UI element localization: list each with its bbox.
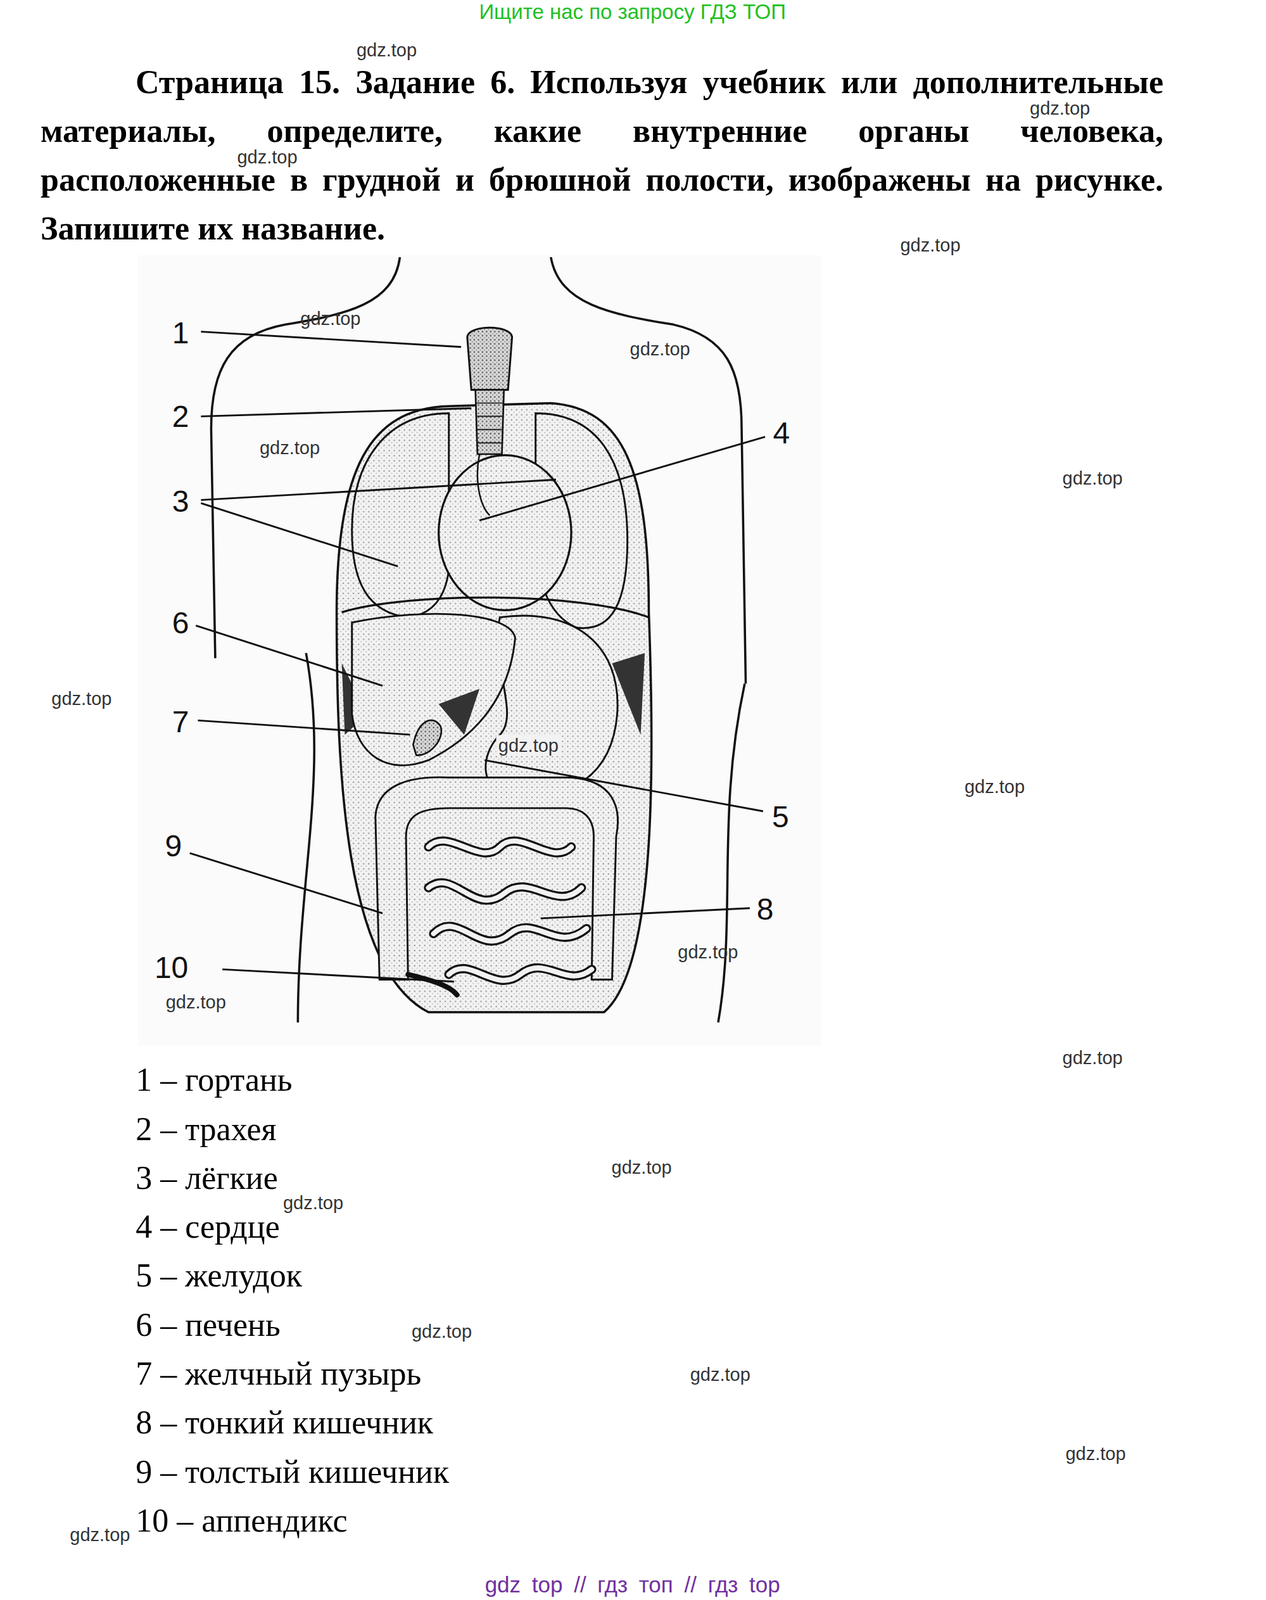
answer-item: 5 – желудок: [135, 1256, 303, 1294]
callout-number: 3: [172, 483, 190, 519]
watermark: gdz.top: [1062, 468, 1123, 489]
watermark: gdz.top: [690, 1363, 751, 1385]
callout-number: 5: [772, 798, 790, 834]
callout-number: 1: [172, 315, 190, 351]
watermark: gdz.top: [259, 437, 320, 459]
answer-item: 9 – толстый кишечник: [135, 1452, 450, 1490]
watermark: gdz.top: [1065, 1443, 1126, 1465]
answer-item: 4 – сердце: [135, 1207, 280, 1246]
watermark: gdz.top: [677, 941, 738, 963]
watermark: gdz.top: [630, 338, 691, 360]
callout-number: 6: [172, 604, 190, 640]
watermark: gdz.top: [165, 991, 227, 1013]
watermark: gdz.top: [1062, 1047, 1123, 1069]
answer-item: 7 – желчный пузырь: [135, 1354, 422, 1393]
watermark: gdz.top: [356, 39, 417, 61]
watermark: gdz.top: [899, 234, 961, 256]
answer-item: 1 – гортань: [135, 1060, 292, 1099]
callout-number: 10: [154, 949, 189, 985]
callout-number: 2: [172, 398, 190, 434]
site-banner: Ищите нас по запросу ГДЗ ТОП: [478, 0, 786, 25]
answer-item: 6 – печень: [135, 1305, 280, 1343]
watermark: gdz.top: [411, 1321, 472, 1342]
watermark: gdz.top: [496, 735, 561, 757]
watermark: gdz.top: [283, 1192, 344, 1214]
watermark: gdz.top: [300, 307, 361, 329]
watermark: gdz.top: [1029, 97, 1090, 119]
callout-number: 8: [756, 891, 774, 927]
task-heading: Страница 15. Задание 6. Используя учебни…: [40, 57, 1164, 253]
answer-item: 2 – трахея: [135, 1109, 277, 1147]
watermark: gdz.top: [611, 1156, 672, 1178]
watermark: gdz.top: [964, 775, 1025, 797]
footer-banner: gdz top // гдз топ // гдз top: [485, 1571, 781, 1598]
watermark: gdz.top: [236, 146, 298, 168]
callout-number: 4: [773, 414, 791, 450]
answer-item: 8 – тонкий кишечник: [135, 1403, 434, 1441]
watermark: gdz.top: [69, 1523, 130, 1545]
callout-number: 9: [164, 828, 182, 864]
answer-item: 10 – аппендикс: [135, 1501, 348, 1539]
callout-number: 7: [172, 703, 190, 739]
answer-item: 3 – лёгкие: [135, 1158, 279, 1196]
watermark: gdz.top: [51, 688, 112, 710]
